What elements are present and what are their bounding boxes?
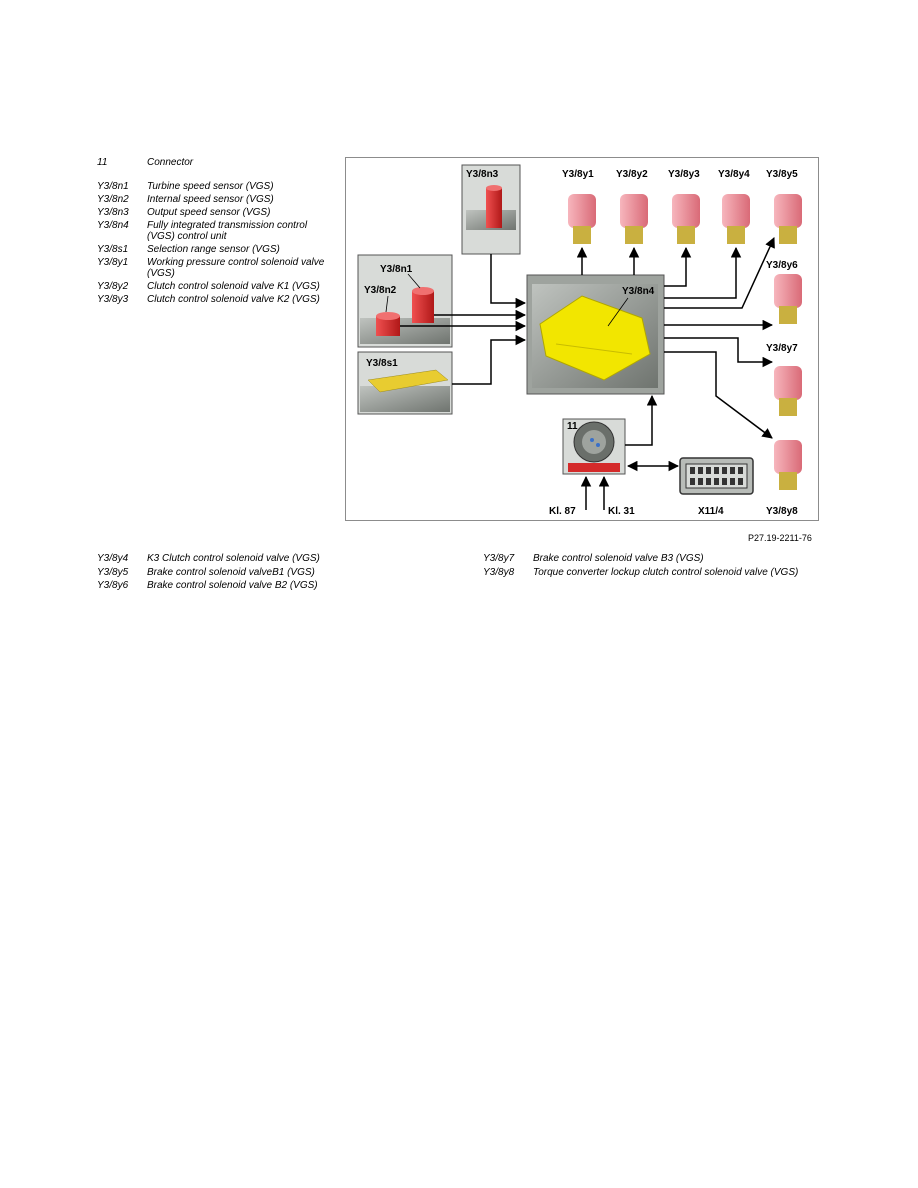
legend-item: Y3/8y5 Brake control solenoid valveB1 (V… [97,567,387,578]
label-connector-11: 11 [567,421,578,432]
label-s1: Y3/8s1 [366,358,398,369]
label-n3: Y3/8n3 [466,169,499,180]
label-y5: Y3/8y5 [766,169,798,180]
legend-desc: Working pressure control solenoid valve … [147,257,325,279]
legend-code: Y3/8s1 [97,244,129,255]
diagram-svg: Y3/8n3 Y3/8n1 Y3/8n2 Y3/8s1 [357,164,802,517]
legend-item: 11 Connector [97,157,337,168]
legend-code: Y3/8y2 [97,281,129,292]
legend-desc: Fully integrated transmission control (V… [147,220,308,242]
legend-item: Y3/8n1 Turbine speed sensor (VGS) [97,181,337,192]
legend-desc: K3 Clutch control solenoid valve (VGS) [147,553,320,564]
sensor-n1-n2-panel: Y3/8n1 Y3/8n2 [357,254,453,348]
legend-item: Y3/8n4 Fully integrated transmission con… [97,220,337,242]
label-y2: Y3/8y2 [616,169,648,180]
legend-code: Y3/8y8 [483,567,515,578]
legend-top: 11 Connector Y3/8n1 Turbine speed sensor… [97,157,337,307]
legend-item: Y3/8y8 Torque converter lockup clutch co… [483,567,803,578]
valve-y1: Y3/8y1 [562,169,596,244]
legend-item: Y3/8n3 Output speed sensor (VGS) [97,207,337,218]
arrow-s1 [452,334,527,385]
legend-code: Y3/8y3 [97,294,129,305]
legend-item: Y3/8n2 Internal speed sensor (VGS) [97,194,337,205]
arrow-y5 [664,237,775,309]
label-x11-4: X11/4 [698,506,724,517]
signal-arrows [400,237,775,510]
legend-item: Y3/8y1 Working pressure control solenoid… [97,257,337,279]
legend-desc: Internal speed sensor (VGS) [147,194,274,205]
valve-y5: Y3/8y5 [766,169,802,244]
legend-desc: Output speed sensor (VGS) [147,207,271,218]
legend-item: Y3/8s1 Selection range sensor (VGS) [97,244,337,255]
wiring-diagram-figure: Y3/8n3 Y3/8n1 Y3/8n2 Y3/8s1 [345,157,819,521]
legend-code: Y3/8y4 [97,553,129,564]
legend-desc: Brake control solenoid valveB1 (VGS) [147,567,315,578]
legend-code: Y3/8y6 [97,580,129,591]
label-y6: Y3/8y6 [766,260,798,271]
label-y1: Y3/8y1 [562,169,594,180]
legend-item: Y3/8y4 K3 Clutch control solenoid valve … [97,553,387,564]
legend-item: Y3/8y7 Brake control solenoid valve B3 (… [483,553,803,564]
label-y4: Y3/8y4 [718,169,750,180]
legend-desc: Brake control solenoid valve B3 (VGS) [533,553,704,564]
valve-y8: Y3/8y8 [766,440,802,517]
legend-desc: Torque converter lockup clutch control s… [533,567,799,578]
arrow-connector-to-n4 [625,394,658,446]
sensor-s1-panel: Y3/8s1 [357,351,453,415]
legend-desc: Turbine speed sensor (VGS) [147,181,274,192]
sensor-n3-panel: Y3/8n3 [461,164,521,255]
valve-y3: Y3/8y3 [668,169,700,244]
valve-y2: Y3/8y2 [616,169,648,244]
arrow-y7 [664,337,774,368]
valve-y4: Y3/8y4 [718,169,750,244]
legend-desc: Selection range sensor (VGS) [147,244,280,255]
legend-bottom-left: Y3/8y4 K3 Clutch control solenoid valve … [97,553,387,591]
legend-code: Y3/8n4 [97,220,129,231]
legend-code: Y3/8y5 [97,567,129,578]
legend-code: Y3/8y7 [483,553,515,564]
control-unit-n4-panel: Y3/8n4 [526,274,665,395]
legend-code: Y3/8y1 [97,257,129,268]
arrow-y8 [664,351,773,439]
legend-desc: Clutch control solenoid valve K1 (VGS) [147,281,320,292]
label-y7: Y3/8y7 [766,343,798,354]
legend-desc: Connector [147,157,194,168]
valve-y7: Y3/8y7 [766,343,802,416]
label-y8: Y3/8y8 [766,506,798,517]
connector-11-panel: 11 [562,418,626,475]
arrow-y4 [664,246,742,299]
figure-reference: P27.19-2211-76 [748,533,812,543]
arrow-n3 [490,254,527,309]
legend-item: Y3/8y2 Clutch control solenoid valve K1 … [97,281,337,292]
legend-desc: Clutch control solenoid valve K2 (VGS) [147,294,320,305]
x11-4-connector: X11/4 [679,457,754,517]
label-n1: Y3/8n1 [380,264,413,275]
arrow-y3 [664,246,692,287]
label-n4: Y3/8n4 [622,286,655,297]
label-y3: Y3/8y3 [668,169,700,180]
label-kl87: Kl. 87 [549,506,576,517]
legend-code: Y3/8n1 [97,181,129,192]
legend-code: 11 [97,157,108,168]
legend-bottom-right: Y3/8y7 Brake control solenoid valve B3 (… [483,553,803,578]
valve-y6: Y3/8y6 [766,260,802,324]
legend-item: Y3/8y6 Brake control solenoid valve B2 (… [97,580,387,591]
legend-code: Y3/8n3 [97,207,129,218]
legend-code: Y3/8n2 [97,194,129,205]
legend-item: Y3/8y3 Clutch control solenoid valve K2 … [97,294,337,305]
label-n2: Y3/8n2 [364,285,397,296]
label-kl31: Kl. 31 [608,506,635,517]
legend-desc: Brake control solenoid valve B2 (VGS) [147,580,318,591]
